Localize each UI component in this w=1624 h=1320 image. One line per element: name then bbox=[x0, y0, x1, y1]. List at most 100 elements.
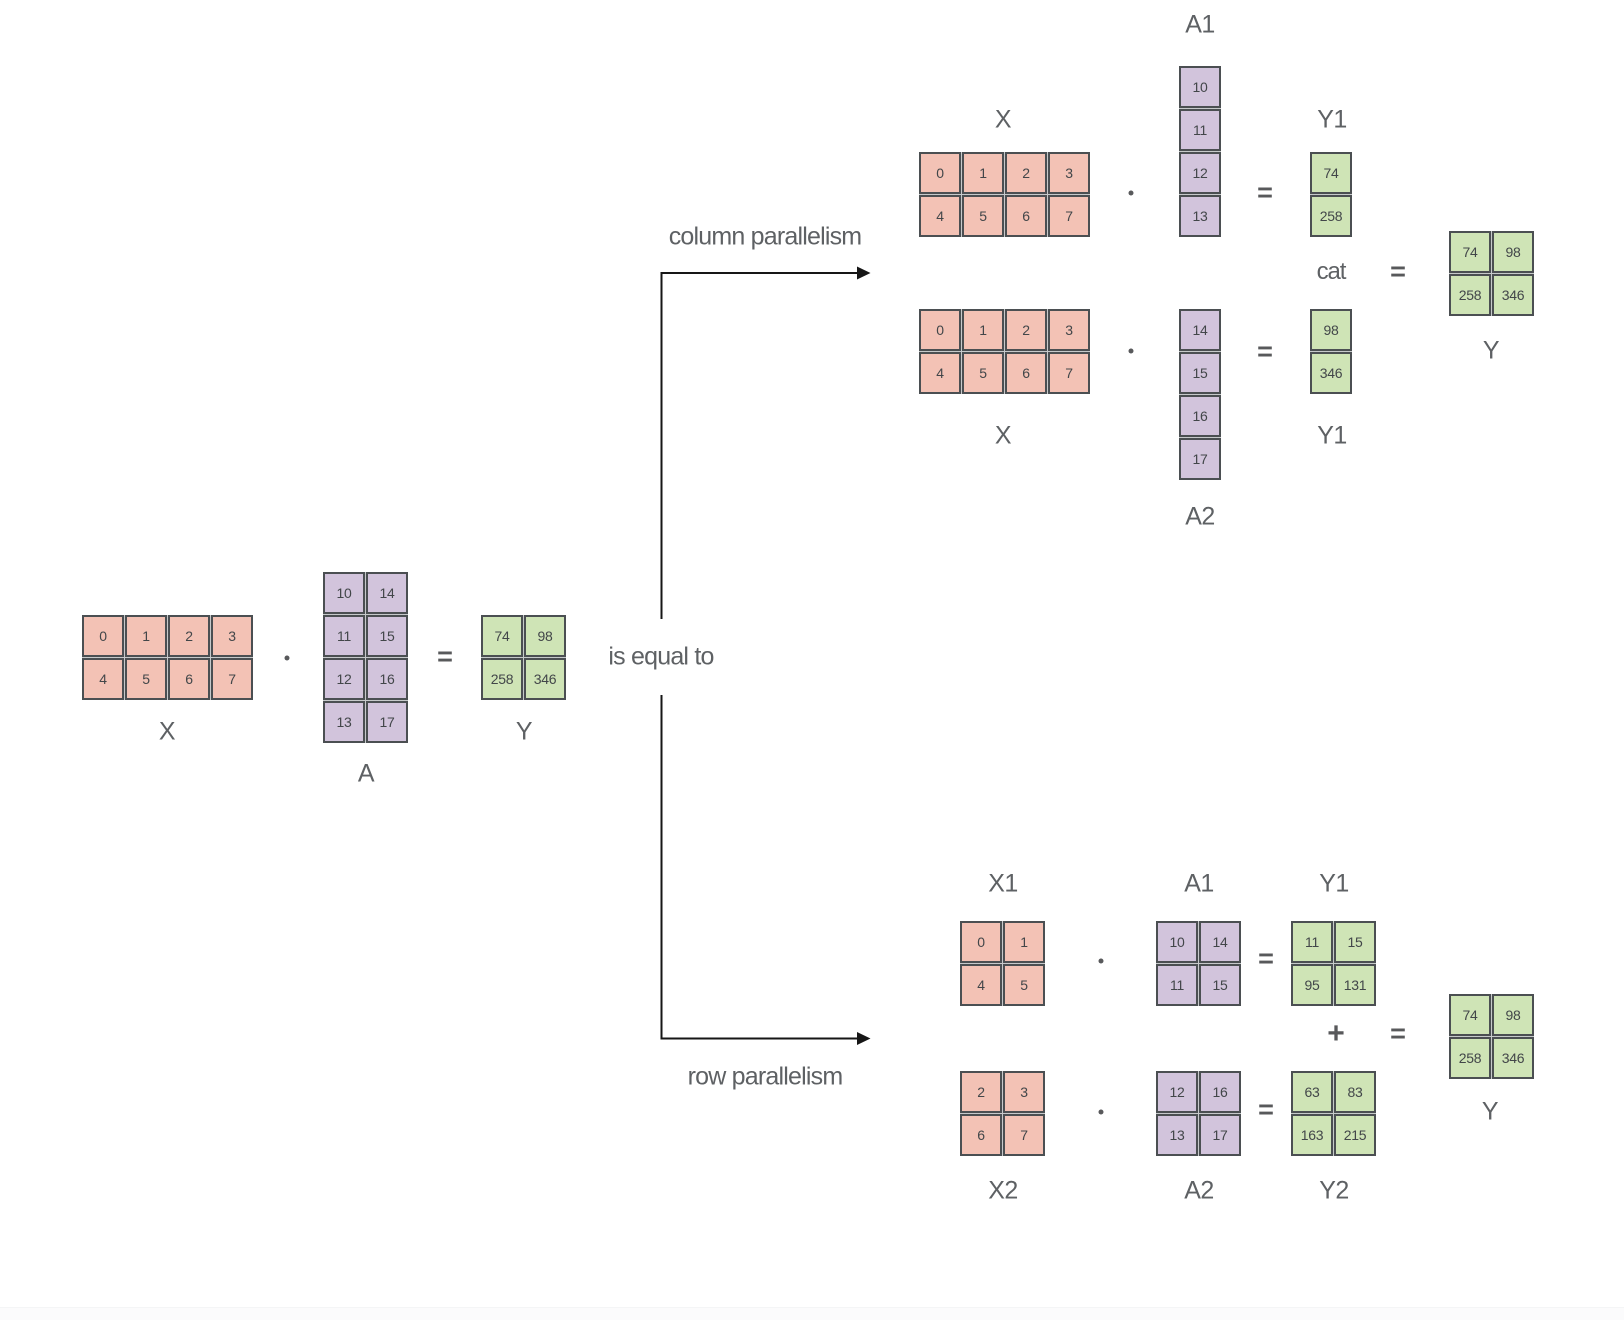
matrix-base-a-cell: 17 bbox=[366, 701, 408, 743]
matrix-row-y-label: Y bbox=[1481, 1097, 1499, 1126]
matrix-row-y1-cell: 95 bbox=[1291, 964, 1333, 1006]
operator-base-dot bbox=[284, 655, 290, 661]
matrix-row-a1-cell: 11 bbox=[1156, 964, 1198, 1006]
operator-row-bottom-equals: = bbox=[1258, 1094, 1274, 1125]
matrix-base-a-cell: 15 bbox=[366, 615, 408, 657]
matrix-col-a1-cell: 13 bbox=[1179, 195, 1221, 237]
matrix-col-x-top-label: X bbox=[994, 105, 1012, 134]
operator-row-bottom-dot bbox=[1098, 1109, 1104, 1115]
matrix-col-y1-top-cell: 258 bbox=[1310, 195, 1352, 237]
matrix-row-y-cell: 258 bbox=[1449, 1037, 1491, 1079]
matrix-row-x1-cell: 0 bbox=[960, 921, 1002, 963]
matrix-col-x-bottom-cell: 4 bbox=[919, 352, 961, 394]
matrix-col-y-label: Y bbox=[1482, 336, 1500, 365]
matrix-base-a-cell: 11 bbox=[323, 615, 365, 657]
matrix-base-x-cell: 6 bbox=[168, 658, 210, 700]
matrix-col-a1-cell: 10 bbox=[1179, 66, 1221, 108]
matrix-base-y-cell: 98 bbox=[524, 615, 566, 657]
matrix-row-y2-cell: 63 bbox=[1291, 1071, 1333, 1113]
matrix-row-x2-cell: 2 bbox=[960, 1071, 1002, 1113]
matrix-col-x-bottom-cell: 2 bbox=[1005, 309, 1047, 351]
matrix-row-a2-cell: 13 bbox=[1156, 1114, 1198, 1156]
matrix-col-a2-label: A2 bbox=[1185, 502, 1215, 531]
operator-row-top-equals: = bbox=[1258, 943, 1274, 974]
bottom-edge-strip bbox=[0, 1307, 1624, 1320]
matrix-row-x1-label: X1 bbox=[988, 869, 1018, 898]
matrix-row-y2-cell: 163 bbox=[1291, 1114, 1333, 1156]
matrix-row-y1-cell: 15 bbox=[1334, 921, 1376, 963]
matrix-col-y1-top-label: Y1 bbox=[1317, 105, 1347, 134]
matrix-col-a2-cell: 14 bbox=[1179, 309, 1221, 351]
caption-row-parallelism: row parallelism bbox=[687, 1062, 844, 1091]
matrix-col-x-top-cell: 0 bbox=[919, 152, 961, 194]
matrix-col-x-bottom-cell: 0 bbox=[919, 309, 961, 351]
matrix-row-a2-cell: 16 bbox=[1199, 1071, 1241, 1113]
matrix-col-x-bottom-label: X bbox=[994, 421, 1012, 450]
matrix-base-x-cell: 0 bbox=[82, 615, 124, 657]
matrix-col-y-cell: 258 bbox=[1449, 274, 1491, 316]
matrix-col-x-bottom-cell: 6 bbox=[1005, 352, 1047, 394]
caption-column-parallelism: column parallelism bbox=[668, 222, 862, 251]
matrix-base-x-cell: 5 bbox=[125, 658, 167, 700]
matrix-base-y-cell: 74 bbox=[481, 615, 523, 657]
matrix-base-y-cell: 346 bbox=[524, 658, 566, 700]
matrix-base-a-cell: 16 bbox=[366, 658, 408, 700]
operator-col-bottom-dot bbox=[1128, 348, 1134, 354]
operator-col-bottom-equals: = bbox=[1257, 336, 1273, 367]
matrix-row-y-cell: 98 bbox=[1492, 994, 1534, 1036]
matrix-col-x-bottom-cell: 3 bbox=[1048, 309, 1090, 351]
matrix-col-x-top-cell: 2 bbox=[1005, 152, 1047, 194]
matrix-col-x-top-cell: 6 bbox=[1005, 195, 1047, 237]
matrix-col-y-cell: 74 bbox=[1449, 231, 1491, 273]
matrix-base-a-cell: 13 bbox=[323, 701, 365, 743]
matrix-base-y-cell: 258 bbox=[481, 658, 523, 700]
matrix-row-x1-cell: 4 bbox=[960, 964, 1002, 1006]
matrix-row-a2-label: A2 bbox=[1184, 1176, 1214, 1205]
matrix-col-x-top-cell: 7 bbox=[1048, 195, 1090, 237]
matrix-col-y-cell: 346 bbox=[1492, 274, 1534, 316]
operator-row-top-dot bbox=[1098, 958, 1104, 964]
matrix-col-a2-cell: 15 bbox=[1179, 352, 1221, 394]
matrix-base-y-label: Y bbox=[515, 717, 533, 746]
matrix-row-a1-cell: 15 bbox=[1199, 964, 1241, 1006]
column-parallelism-arrowhead bbox=[857, 266, 871, 280]
operator-row-plus: + bbox=[1327, 1017, 1345, 1050]
matrix-col-x-bottom-cell: 5 bbox=[962, 352, 1004, 394]
operator-col-top-equals: = bbox=[1257, 177, 1273, 208]
matrix-base-a-cell: 12 bbox=[323, 658, 365, 700]
operator-col-cat-equals: = bbox=[1390, 256, 1406, 287]
matrix-row-a1-cell: 14 bbox=[1199, 921, 1241, 963]
matrix-base-x-cell: 3 bbox=[211, 615, 253, 657]
operator-base-equals: = bbox=[437, 641, 453, 672]
matrix-col-y1-bottom-label: Y1 bbox=[1317, 421, 1347, 450]
matrix-row-y-cell: 346 bbox=[1492, 1037, 1534, 1079]
matrix-base-x-cell: 2 bbox=[168, 615, 210, 657]
matrix-base-x-cell: 1 bbox=[125, 615, 167, 657]
matrix-row-x2-cell: 7 bbox=[1003, 1114, 1045, 1156]
matrix-base-a-label: A bbox=[357, 759, 375, 788]
matrix-col-y1-bottom-cell: 346 bbox=[1310, 352, 1352, 394]
matrix-base-x-cell: 4 bbox=[82, 658, 124, 700]
matrix-col-a2-cell: 16 bbox=[1179, 395, 1221, 437]
matrix-row-x2-label: X2 bbox=[988, 1176, 1018, 1205]
matrix-row-a1-cell: 10 bbox=[1156, 921, 1198, 963]
matrix-col-x-top-cell: 3 bbox=[1048, 152, 1090, 194]
matrix-col-y1-bottom-cell: 98 bbox=[1310, 309, 1352, 351]
matrix-row-a2-cell: 17 bbox=[1199, 1114, 1241, 1156]
matrix-base-a-cell: 10 bbox=[323, 572, 365, 614]
